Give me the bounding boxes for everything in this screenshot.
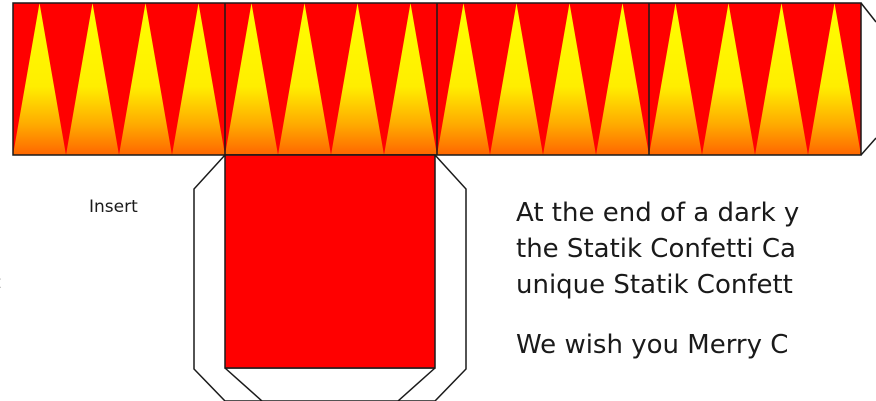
glue-flap <box>860 2 876 23</box>
insert-label: Insert <box>89 197 138 217</box>
flame-triangle <box>384 3 437 155</box>
glue-flap-lower <box>860 137 876 156</box>
flame-triangle <box>331 3 384 155</box>
flame-triangle <box>119 3 172 155</box>
flame-triangle <box>437 3 490 155</box>
flame-triangle <box>13 3 66 155</box>
insert-bottom-flap-right <box>397 367 436 401</box>
message-line-1: At the end of a dark y <box>516 198 800 228</box>
flame-triangle <box>755 3 808 155</box>
insert-bottom-flap <box>224 367 263 401</box>
message-line-2: the Statik Confetti Ca <box>516 234 796 264</box>
flame-triangle <box>225 3 278 155</box>
paragraph-gap <box>516 303 876 327</box>
flame-triangle <box>172 3 225 155</box>
flame-triangle <box>543 3 596 155</box>
message-line-4: We wish you Merry C <box>516 330 789 360</box>
flame-triangle <box>490 3 543 155</box>
flame-triangle <box>278 3 331 155</box>
flame-triangle <box>66 3 119 155</box>
flame-triangle <box>596 3 649 155</box>
message-text: At the end of a dark y the Statik Confet… <box>516 195 876 363</box>
message-line-3: unique Statik Confett <box>516 270 793 300</box>
flame-triangle <box>649 3 702 155</box>
insert-red-panel <box>224 154 436 369</box>
flame-pattern <box>13 3 861 155</box>
flame-triangle <box>702 3 755 155</box>
flame-triangle <box>808 3 861 155</box>
left-edge-label: t <box>0 275 1 292</box>
